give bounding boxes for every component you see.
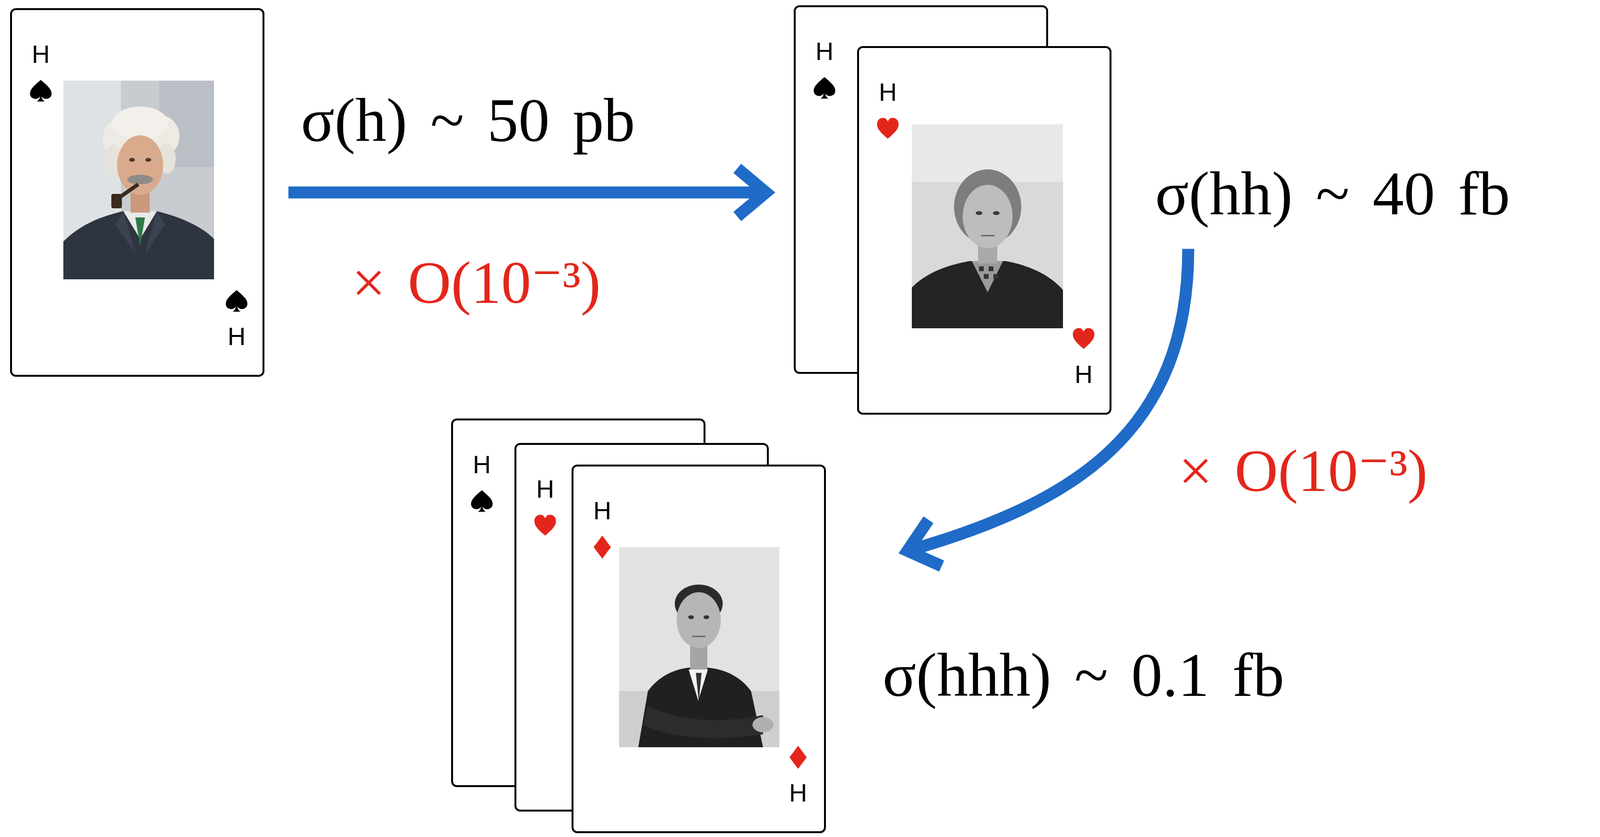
suit-symbol [786,745,811,770]
card-rank: H [31,41,50,67]
cross-section-label: σ(hh) ~ 40 fb [1155,157,1511,230]
card-rank: H [227,323,246,349]
card-rank: H [1074,361,1093,387]
suppression-factor: × O(10⁻³) [1178,436,1428,506]
suit-symbol [812,75,837,100]
suit-symbol [1071,326,1096,351]
arrow-shaft [288,186,766,199]
card-rank: H [593,498,612,524]
playing-card: HH [571,464,826,834]
playing-card: HH [10,8,265,377]
card-rank: H [788,780,808,806]
portrait-photo [63,80,215,280]
flow-arrow [288,168,766,217]
suit-symbol [28,78,53,103]
playing-card: HH [857,46,1112,415]
suit-symbol [590,535,615,560]
suit-symbol [533,513,558,538]
arrow-head [737,168,766,217]
card-rank: H [472,452,491,478]
suit-symbol [875,116,900,141]
portrait-photo [619,547,780,748]
portrait-photo [911,124,1063,329]
arrow-head [907,519,942,566]
cross-section-label: σ(hhh) ~ 0.1 fb [882,639,1285,712]
suppression-factor: × O(10⁻³) [351,248,601,318]
card-rank: H [536,476,555,502]
suit-symbol [224,288,249,313]
cross-section-label: σ(h) ~ 50 pb [300,84,635,157]
card-rank: H [878,79,897,105]
card-rank: H [815,38,834,64]
suit-symbol [469,489,494,514]
